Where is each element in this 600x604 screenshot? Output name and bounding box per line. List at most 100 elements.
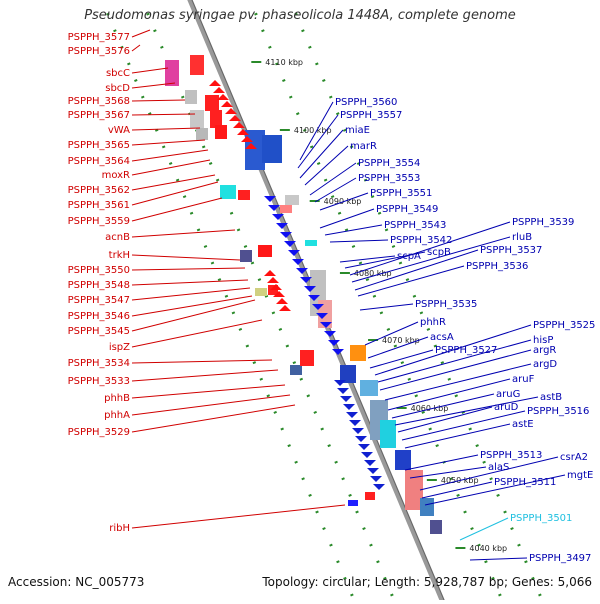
right-gene-label-PSPPH_3525: PSPPH_3525	[533, 320, 595, 331]
right-connector-PSPPH_3513	[404, 454, 479, 471]
left-gene-block-16	[348, 500, 358, 506]
right-gene-label-PSPPH_3497: PSPPH_3497	[529, 553, 591, 564]
accession-text: Accession: NC_005773	[8, 575, 145, 589]
left-arrow-9	[245, 143, 257, 149]
left-arrow-b-4	[276, 298, 288, 304]
left-arrow-b-2	[270, 284, 282, 290]
right-gene-label-PSPPH_3527: PSPPH_3527	[435, 345, 497, 356]
left-connector-PSPPH_3561	[131, 181, 219, 206]
left-gene-block-2	[185, 90, 197, 104]
right-connector-PSPPH_3554	[309, 162, 357, 196]
right-gene-label-alaS: alaS	[488, 462, 509, 473]
left-dotted-track	[140, 0, 398, 604]
left-connector-trkH	[131, 254, 241, 261]
right-arrow-13	[316, 313, 328, 319]
right-connector-alaS	[409, 466, 487, 479]
right-arrow-12	[312, 304, 324, 310]
right-gene-label-PSPPH_3537: PSPPH_3537	[480, 245, 542, 256]
left-arrow-3	[221, 101, 233, 107]
right-gene-block-3	[280, 205, 292, 213]
left-connector-PSPPH_3564	[131, 149, 209, 162]
right-connector-PSPPH_3557	[297, 114, 339, 169]
left-gene-block-7	[215, 125, 227, 139]
left-connector-PSPPH_3576	[131, 44, 141, 52]
left-connector-sbcD	[131, 82, 176, 89]
left-gene-label-phhB: phhB	[104, 393, 130, 404]
left-gene-block-6	[196, 128, 208, 140]
ruler-label-4070-kbp: 4070 kbp	[382, 336, 420, 345]
right-arrow-b-5	[349, 420, 361, 426]
right-gene-block-11	[380, 420, 396, 448]
right-arrow-7	[292, 259, 304, 265]
left-gene-label-PSPPH_3564: PSPPH_3564	[68, 156, 130, 167]
right-gene-block-8	[340, 365, 356, 383]
right-connector-csrA2	[419, 456, 559, 491]
right-gene-label-aruF: aruF	[512, 374, 535, 385]
right-gene-label-PSPPH_3542: PSPPH_3542	[390, 235, 452, 246]
right-arrow-0	[264, 196, 276, 202]
left-gene-label-moxR: moxR	[102, 170, 130, 181]
right-connector-acsA	[367, 336, 429, 359]
left-gene-label-PSPPH_3548: PSPPH_3548	[68, 280, 130, 291]
left-connector-PSPPH_3534	[131, 359, 273, 364]
right-gene-label-astB: astB	[540, 392, 562, 403]
topology-text: Topology: circular; Length: 5,928,787 bp…	[262, 575, 592, 589]
left-connector-phhA	[131, 394, 291, 416]
left-connector-PSPPH_3568	[131, 99, 186, 102]
left-connector-PSPPH_3550	[131, 267, 246, 271]
left-gene-label-PSPPH_3561: PSPPH_3561	[68, 200, 130, 211]
left-gene-label-PSPPH_3545: PSPPH_3545	[68, 326, 130, 337]
right-gene-label-PSPPH_3513: PSPPH_3513	[480, 450, 542, 461]
right-gene-block-7	[350, 345, 366, 361]
right-connector-PSPPH_3549	[319, 208, 375, 229]
right-gene-label-scpA: scpA	[397, 251, 421, 262]
right-gene-label-PSPPH_3516: PSPPH_3516	[527, 406, 589, 417]
right-connector-PSPPH_3551	[319, 192, 369, 211]
left-connector-vWA	[131, 127, 201, 131]
right-gene-label-scpB: scpB	[427, 247, 451, 258]
right-connector-PSPPH_3527	[369, 349, 434, 369]
right-connector-PSPPH_3497	[469, 557, 528, 561]
left-gene-label-acnB: acnB	[105, 232, 130, 243]
left-gene-label-PSPPH_3546: PSPPH_3546	[68, 311, 130, 322]
right-connector-PSPPH_3535	[359, 303, 414, 311]
left-gene-label-PSPPH_3562: PSPPH_3562	[68, 185, 130, 196]
right-arrow-b-7	[355, 436, 367, 442]
left-arrow-8	[241, 136, 253, 142]
ruler-label-4060-kbp: 4060 kbp	[411, 404, 449, 413]
left-connector-PSPPH_3559	[131, 197, 223, 222]
right-connector-aruD	[397, 406, 493, 433]
right-gene-label-miaE: miaE	[345, 125, 370, 136]
left-arrow-b-3	[273, 291, 285, 297]
right-arrow-16	[328, 340, 340, 346]
left-gene-label-vWA: vWA	[108, 125, 130, 136]
left-gene-label-PSPPH_3567: PSPPH_3567	[68, 110, 130, 121]
right-gene-label-aruG: aruG	[496, 389, 520, 400]
left-arrow-b-5	[279, 305, 291, 311]
right-connector-PSPPH_3501	[459, 517, 509, 541]
left-gene-block-10	[240, 250, 252, 262]
left-arrow-6	[233, 122, 245, 128]
left-arrow-b-0	[264, 270, 276, 276]
right-connector-argD	[384, 363, 532, 401]
left-connector-acnB	[131, 229, 236, 238]
left-connector-PSPPH_3562	[131, 174, 216, 191]
right-gene-label-acsA: acsA	[430, 332, 454, 343]
left-gene-label-PSPPH_3547: PSPPH_3547	[68, 295, 130, 306]
left-gene-label-PSPPH_3533: PSPPH_3533	[68, 376, 130, 387]
right-gene-label-PSPPH_3501: PSPPH_3501	[510, 513, 572, 524]
left-connector-PSPPH_3547	[131, 287, 251, 301]
right-connector-phhR	[364, 321, 419, 346]
left-gene-label-ispZ: ispZ	[109, 342, 130, 353]
ruler-label-4100-kbp: 4100 kbp	[294, 126, 332, 135]
right-gene-label-PSPPH_3554: PSPPH_3554	[358, 158, 420, 169]
right-arrow-b-2	[340, 396, 352, 402]
left-gene-label-PSPPH_3550: PSPPH_3550	[68, 265, 130, 276]
right-arrow-b-11	[367, 468, 379, 474]
right-arrow-b-13	[373, 484, 385, 490]
right-connector-PSPPH_3539	[349, 221, 511, 276]
right-gene-block-1	[262, 135, 282, 163]
left-gene-block-8	[220, 185, 236, 199]
